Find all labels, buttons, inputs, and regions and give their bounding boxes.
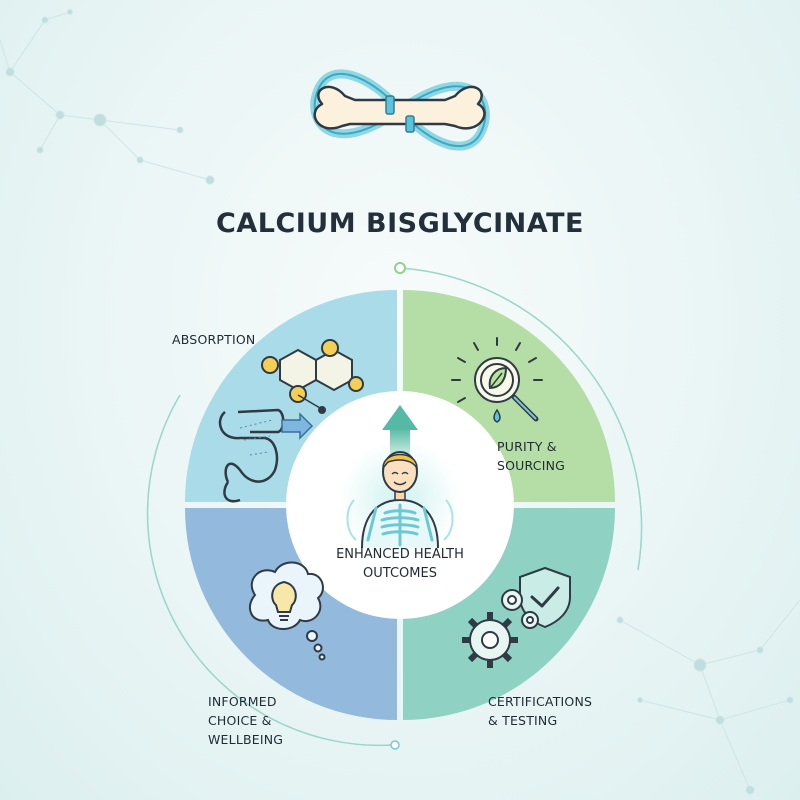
label-purity-sourcing: PURITY & SOURCING [497,437,565,475]
center-label-line2: OUTCOMES [363,566,437,581]
label-line: CERTIFICATIONS [488,694,593,709]
page-title: CALCIUM BISGLYCINATE [216,208,584,239]
label-line: PURITY & [497,439,557,454]
thought-lightbulb-icon [249,561,326,661]
network-decoration-top-left [0,9,215,185]
bone-infinity-icon [310,69,490,151]
label-informed-choice: INFORMED CHOICE & WELLBEING [208,692,283,749]
network-decoration-bottom-right [616,599,800,795]
arrow-up-icon [382,405,418,456]
label-line: WELLBEING [208,732,284,747]
label-line: CHOICE & [208,713,272,728]
ring-dot-bottom [390,740,400,750]
label-line: ABSORPTION [172,332,256,347]
magnifier-leaf-icon [451,337,543,423]
label-line: & TESTING [488,713,558,728]
center-label: ENHANCED HEALTH OUTCOMES [300,545,500,583]
outer-ring [146,267,643,747]
label-line: INFORMED [208,694,277,709]
gears-shield-icon [462,566,571,668]
center-label-line1: ENHANCED HEALTH [336,547,464,562]
label-line: SOURCING [497,458,566,473]
label-certifications-testing: CERTIFICATIONS & TESTING [488,692,592,730]
molecule-digestion-icon [218,339,364,503]
ring-dot-top [394,262,406,274]
label-absorption: ABSORPTION [172,330,255,349]
person-skeleton-icon [346,451,454,549]
